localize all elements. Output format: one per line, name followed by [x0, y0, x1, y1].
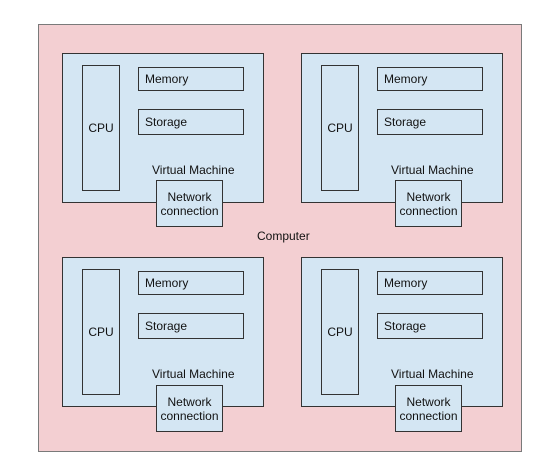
cpu-box: CPU: [321, 65, 359, 191]
storage-box: Storage: [138, 109, 244, 135]
cpu-box: CPU: [321, 269, 359, 395]
network-connection-box-top-left: Network connection: [156, 180, 223, 227]
memory-box: Memory: [138, 271, 244, 295]
virtual-machine-label: Virtual Machine: [391, 367, 474, 381]
memory-box: Memory: [138, 67, 244, 91]
virtual-machine-bottom-left: CPU Memory Storage Virtual Machine: [62, 257, 264, 407]
virtual-machine-bottom-right: CPU Memory Storage Virtual Machine: [301, 257, 503, 407]
cpu-box: CPU: [82, 269, 120, 395]
storage-box: Storage: [138, 313, 244, 339]
memory-box: Memory: [377, 271, 483, 295]
virtual-machine-label: Virtual Machine: [152, 367, 235, 381]
network-connection-box-bottom-right: Network connection: [395, 385, 462, 432]
network-connection-box-bottom-left: Network connection: [156, 385, 223, 432]
memory-box: Memory: [377, 67, 483, 91]
virtual-machine-top-right: CPU Memory Storage Virtual Machine: [301, 53, 503, 203]
virtual-machine-top-left: CPU Memory Storage Virtual Machine: [62, 53, 264, 203]
virtual-machine-label: Virtual Machine: [152, 163, 235, 177]
computer-label: Computer: [257, 229, 310, 243]
virtual-machine-label: Virtual Machine: [391, 163, 474, 177]
cpu-box: CPU: [82, 65, 120, 191]
storage-box: Storage: [377, 109, 483, 135]
storage-box: Storage: [377, 313, 483, 339]
network-connection-box-top-right: Network connection: [395, 180, 462, 227]
